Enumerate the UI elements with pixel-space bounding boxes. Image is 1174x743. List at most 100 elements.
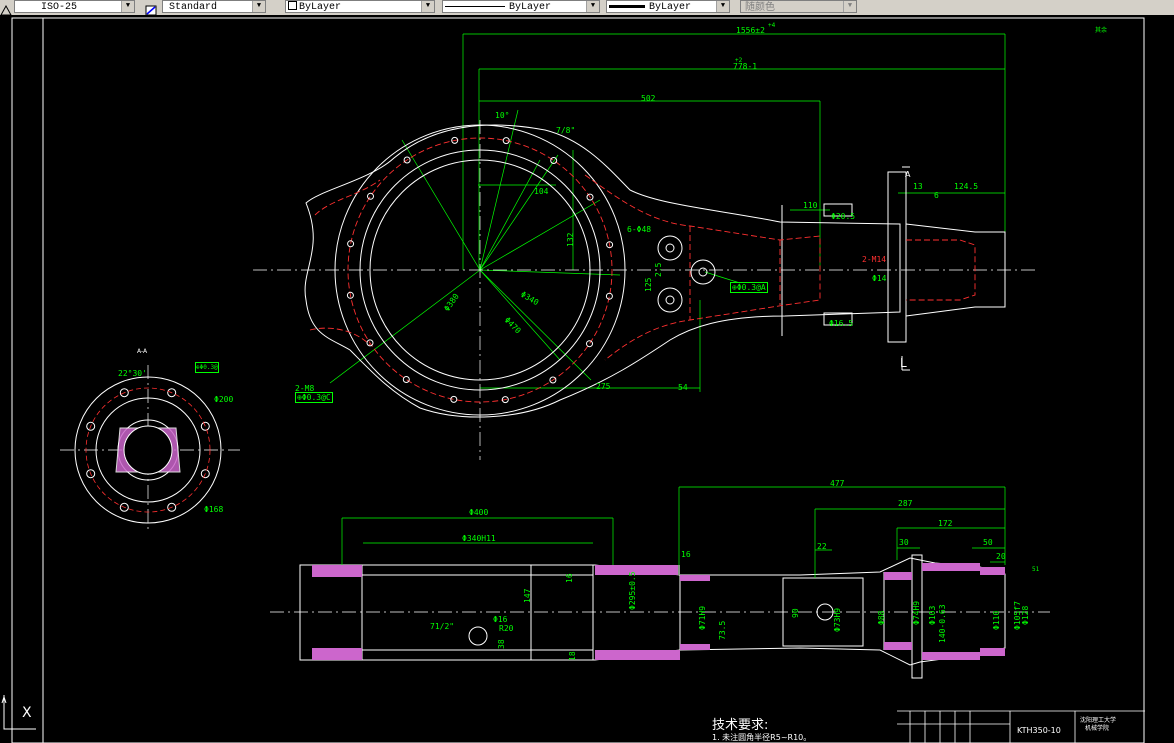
plotstyle-select[interactable]: 随颜色 ▼ bbox=[740, 0, 857, 13]
layer-color-select[interactable]: ByLayer ▼ bbox=[285, 0, 435, 13]
dim-110[interactable]: 110 bbox=[803, 201, 818, 210]
bolt-hole bbox=[501, 396, 509, 404]
dim-phi200[interactable]: Φ200 bbox=[214, 395, 234, 404]
dept-name: 机械学院 bbox=[1085, 725, 1110, 732]
hidden-lines bbox=[309, 137, 976, 403]
school-name: 沈阳理工大学 bbox=[1080, 717, 1117, 724]
dim-502[interactable]: 502 bbox=[641, 94, 656, 103]
requirements-note: 1. 未注圆角半径R5~R10。 bbox=[712, 733, 812, 742]
ucs-icon bbox=[0, 695, 40, 735]
bolt-hole bbox=[451, 136, 459, 144]
dim-r20[interactable]: R20 bbox=[499, 624, 514, 633]
top-view-outline bbox=[304, 124, 1006, 418]
lineweight-select[interactable]: ByLayer ▼ bbox=[606, 0, 730, 13]
dim-half-tol: +2 bbox=[735, 57, 743, 64]
bolt-hole bbox=[586, 193, 594, 201]
dim-phi16-5[interactable]: Φ16.5 bbox=[829, 319, 854, 328]
dim-125[interactable]: 125 bbox=[644, 277, 653, 292]
dim-phi340h11[interactable]: Φ340H11 bbox=[462, 534, 496, 543]
dim-172[interactable]: 172 bbox=[938, 519, 953, 528]
chevron-down-icon[interactable]: ▼ bbox=[586, 1, 599, 12]
drawing-canvas[interactable]: 1556±2 +4 778-1 +2 502 10° 7/8" 104 132 … bbox=[0, 15, 1174, 743]
dim-phi110[interactable]: Φ110 bbox=[992, 610, 1001, 630]
dim-22[interactable]: 22 bbox=[817, 542, 827, 551]
dim-6[interactable]: 6 bbox=[934, 191, 939, 200]
dim-132[interactable]: 132 bbox=[566, 232, 575, 247]
textstyle-select[interactable]: Standard ▼ bbox=[162, 0, 266, 13]
dim-477[interactable]: 477 bbox=[830, 479, 845, 488]
ucs-label: X bbox=[22, 705, 32, 721]
section-bolt-hole bbox=[167, 502, 177, 512]
dim-2-5[interactable]: 2.5 bbox=[654, 262, 663, 277]
dim-phi128[interactable]: Φ128 bbox=[1021, 605, 1030, 625]
dim-18[interactable]: 18 bbox=[568, 651, 577, 661]
dim-phi88[interactable]: Φ88 bbox=[877, 610, 886, 625]
corner-note: 其余 bbox=[1095, 27, 1108, 34]
dim-half[interactable]: 778-1 bbox=[733, 62, 758, 71]
section-bolt-hole bbox=[119, 502, 129, 512]
dim-51[interactable]: 51 bbox=[1032, 566, 1040, 573]
bolt-hole bbox=[586, 340, 593, 348]
dim-73-5[interactable]: 73.5 bbox=[718, 620, 727, 640]
dimstyle-select[interactable]: ISO-25 ▼ bbox=[14, 0, 135, 13]
drawing-number: KTH350-10 bbox=[1017, 726, 1061, 735]
section-bolt-hole bbox=[200, 421, 210, 431]
dim-phi168[interactable]: Φ168 bbox=[204, 505, 224, 514]
section-bolt-hole bbox=[86, 421, 96, 431]
dim-phi74h9[interactable]: Φ74H9 bbox=[912, 600, 921, 625]
dim-275[interactable]: 275 bbox=[596, 382, 611, 391]
chevron-down-icon[interactable]: ▼ bbox=[121, 1, 134, 12]
bolt-hole bbox=[366, 339, 374, 347]
hole-label[interactable]: 2-M8 bbox=[295, 384, 315, 393]
chevron-down-icon[interactable]: ▼ bbox=[421, 1, 434, 12]
section-mark-top: A bbox=[905, 170, 911, 179]
bolt-hole bbox=[347, 240, 355, 248]
plotstyle-value: 随颜色 bbox=[745, 2, 775, 13]
dim-thread[interactable]: 2-M14 bbox=[862, 255, 887, 264]
section-title: A-A bbox=[137, 348, 148, 355]
section-tolerance[interactable]: ⊕Φ0.3@ bbox=[195, 362, 219, 373]
dim-phi71h9[interactable]: Φ71H9 bbox=[698, 605, 707, 630]
dim-phi16[interactable]: Φ16 bbox=[493, 615, 508, 624]
tolerance-frame[interactable]: ⊕Φ0.3@A bbox=[730, 282, 768, 293]
dim-50[interactable]: 50 bbox=[983, 538, 993, 547]
dim-140[interactable]: 140-0.63 bbox=[938, 604, 947, 643]
dim-phi400[interactable]: Φ400 bbox=[469, 508, 489, 517]
dim-30[interactable]: 30 bbox=[899, 538, 909, 547]
dim-20[interactable]: 20 bbox=[996, 552, 1006, 561]
dimstyle-icon[interactable] bbox=[0, 1, 12, 16]
dim-phi20-5[interactable]: Φ20.5 bbox=[831, 212, 856, 221]
dim-13[interactable]: 13 bbox=[913, 182, 923, 191]
dim-124-5[interactable]: 124.5 bbox=[954, 182, 979, 191]
dim-overall[interactable]: 1556±2 bbox=[736, 26, 765, 35]
dim-angle-22[interactable]: 22°30' bbox=[118, 369, 147, 378]
dim-phi295[interactable]: Φ295±0.5 bbox=[628, 571, 637, 610]
dim-16b[interactable]: 16 bbox=[565, 573, 574, 583]
dim-phi103[interactable]: Φ103 bbox=[928, 605, 937, 625]
textstyle-icon[interactable] bbox=[145, 1, 157, 16]
dim-104[interactable]: 104 bbox=[534, 187, 549, 196]
chevron-down-icon[interactable]: ▼ bbox=[716, 1, 729, 12]
dim-phi73h9[interactable]: Φ73H9 bbox=[833, 607, 842, 632]
tolerance-frame-2[interactable]: ⊕Φ0.3@C bbox=[295, 392, 333, 403]
cad-drawing bbox=[11, 17, 1145, 743]
lineweight-sample-icon bbox=[609, 4, 645, 8]
thread-note[interactable]: 71/2" bbox=[430, 622, 455, 631]
dim-angle-10[interactable]: 10° bbox=[495, 111, 510, 120]
dim-angle-b[interactable]: 7/8" bbox=[556, 126, 576, 135]
dim-147[interactable]: 147 bbox=[523, 588, 532, 603]
dim-holes6[interactable]: 6-Φ48 bbox=[627, 225, 652, 234]
linetype-sample-icon bbox=[445, 5, 505, 7]
dim-287[interactable]: 287 bbox=[898, 499, 913, 508]
dimstyle-value: ISO-25 bbox=[41, 2, 78, 13]
chevron-down-icon[interactable]: ▼ bbox=[252, 1, 265, 12]
dim-38[interactable]: 38 bbox=[497, 639, 506, 649]
side-view-dimensions bbox=[341, 486, 1006, 578]
linetype-select[interactable]: ByLayer ▼ bbox=[442, 0, 600, 13]
dim-90[interactable]: 90 bbox=[791, 608, 800, 618]
dim-16[interactable]: 16 bbox=[681, 550, 691, 559]
dim-phi14[interactable]: Φ14 bbox=[872, 274, 887, 283]
bolt-holes bbox=[346, 136, 614, 404]
color-value: ByLayer bbox=[299, 2, 342, 13]
dim-54[interactable]: 54 bbox=[678, 383, 688, 392]
